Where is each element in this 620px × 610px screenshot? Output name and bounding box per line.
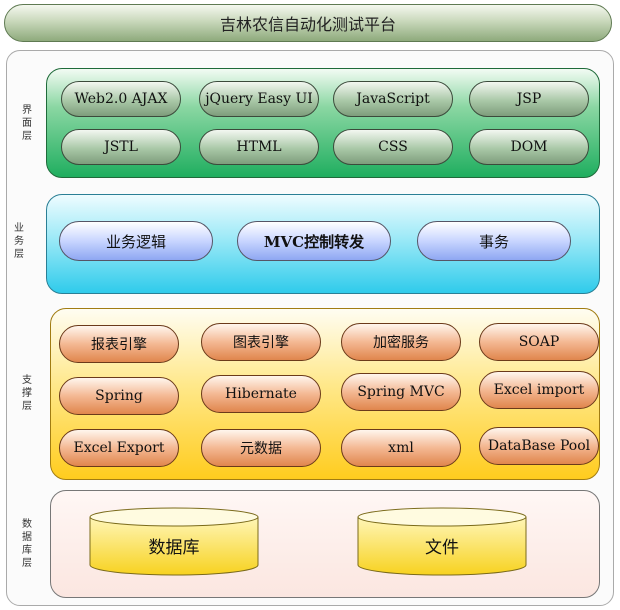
platform-title: 吉林农信自动化测试平台 <box>4 4 612 42</box>
sup-item-database-pool: DataBase Pool <box>479 427 599 465</box>
sup-item-xml: xml <box>341 429 461 467</box>
ui-item-jsp: JSP <box>469 81 589 117</box>
database-icon <box>89 507 259 576</box>
sup-item-excel-import: Excel import <box>479 371 599 409</box>
business-layer-label: 业务层 <box>14 223 24 260</box>
database-cylinder: 数据库 <box>89 507 259 577</box>
support-layer-label: 支撑层 <box>22 375 32 412</box>
file-storage-icon <box>357 507 527 576</box>
ui-layer: Web2.0 AJAX jQuery Easy UI JavaScript JS… <box>46 68 600 178</box>
ui-item-html: HTML <box>199 129 319 165</box>
sup-item-hibernate: Hibernate <box>201 375 321 413</box>
file-label: 文件 <box>425 538 459 558</box>
data-layer-label: 数据库层 <box>22 519 32 569</box>
sup-item-metadata: 元数据 <box>201 429 321 467</box>
ui-item-jstl: JSTL <box>61 129 181 165</box>
biz-item-logic: 业务逻辑 <box>59 221 213 261</box>
sup-item-soap: SOAP <box>479 323 599 361</box>
sup-item-encryption: 加密服务 <box>341 323 461 361</box>
sup-item-chart-engine: 图表引擎 <box>201 323 321 361</box>
database-label: 数据库 <box>148 538 200 558</box>
file-cylinder: 文件 <box>357 507 527 577</box>
ui-item-jquery-easyui: jQuery Easy UI <box>199 81 319 117</box>
ui-item-css: CSS <box>333 129 453 165</box>
biz-item-mvc: MVC控制转发 <box>237 221 391 261</box>
data-layer: 数据库 文件 <box>50 490 600 598</box>
ui-layer-label: 界面层 <box>22 105 32 142</box>
sup-item-spring-mvc: Spring MVC <box>341 373 461 411</box>
ui-item-web20-ajax: Web2.0 AJAX <box>61 81 181 117</box>
biz-item-transaction: 事务 <box>417 221 571 261</box>
sup-item-spring: Spring <box>59 377 179 415</box>
ui-item-dom: DOM <box>469 129 589 165</box>
sup-item-report-engine: 报表引擎 <box>59 325 179 363</box>
business-layer: 业务逻辑 MVC控制转发 事务 <box>46 194 600 294</box>
sup-item-excel-export: Excel Export <box>59 429 179 467</box>
support-layer: 报表引擎 图表引擎 加密服务 SOAP Spring Hibernate Spr… <box>50 308 600 480</box>
ui-item-javascript: JavaScript <box>333 81 453 117</box>
